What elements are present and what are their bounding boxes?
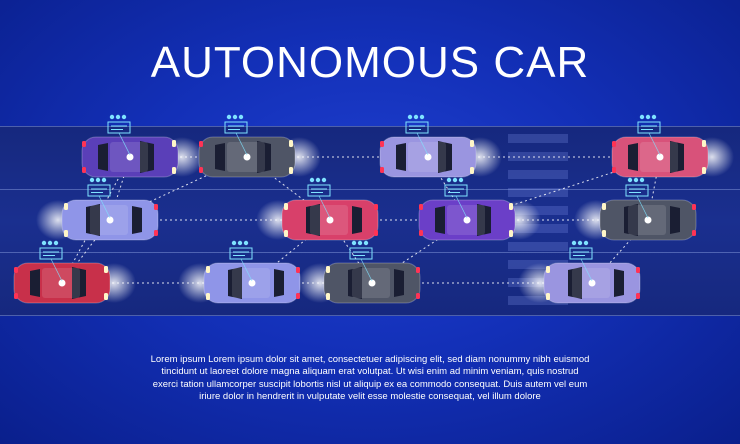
- sensor-node: [424, 153, 432, 161]
- lane-divider-top: [0, 126, 740, 127]
- car-pink-mid: [256, 177, 379, 241]
- sensor-node: [644, 216, 652, 224]
- car-lavender-bottom: [178, 240, 301, 304]
- sensor-node: [588, 279, 596, 287]
- sensor-signal-icon: [224, 114, 248, 156]
- car-gray-top: [198, 114, 321, 178]
- sensor-node: [463, 216, 471, 224]
- sensor-signal-icon: [87, 177, 111, 219]
- sensor-node: [106, 216, 114, 224]
- sensor-signal-icon: [349, 240, 373, 282]
- sensor-signal-icon: [229, 240, 253, 282]
- sensor-signal-icon: [405, 114, 429, 156]
- lane-divider-2: [0, 252, 740, 253]
- connection-line: [466, 156, 661, 221]
- connection-line: [371, 219, 468, 284]
- description-text: Lorem ipsum Lorem ipsum dolor sit amet, …: [150, 354, 590, 403]
- sensor-signal-icon: [39, 240, 63, 282]
- sensor-signal-icon: [637, 114, 661, 156]
- lane-divider-bottom: [0, 315, 740, 316]
- car-lavender-bottom-right: [518, 240, 641, 304]
- sensor-node: [58, 279, 66, 287]
- sensor-signal-icon: [307, 177, 331, 219]
- car-gray-mid-right: [574, 177, 697, 241]
- car-violet-mid: [418, 177, 541, 241]
- car-lavender-mid-left: [36, 177, 159, 241]
- sensor-node: [656, 153, 664, 161]
- sensor-node: [243, 153, 251, 161]
- sensor-signal-icon: [569, 240, 593, 282]
- sensor-signal-icon: [107, 114, 131, 156]
- sensor-signal-icon: [625, 177, 649, 219]
- sensor-node: [126, 153, 134, 161]
- lane-divider-1: [0, 189, 740, 190]
- sensor-node: [248, 279, 256, 287]
- sensor-node: [368, 279, 376, 287]
- car-purple-top-left: [81, 114, 204, 178]
- car-pink-top-right: [611, 114, 734, 178]
- car-red-bottom-left: [13, 240, 136, 304]
- car-gray-bottom: [298, 240, 421, 304]
- sensor-node: [326, 216, 334, 224]
- page-title: AUTONOMOUS CAR: [150, 38, 590, 87]
- car-lavender-top: [379, 114, 502, 178]
- sensor-signal-icon: [444, 177, 468, 219]
